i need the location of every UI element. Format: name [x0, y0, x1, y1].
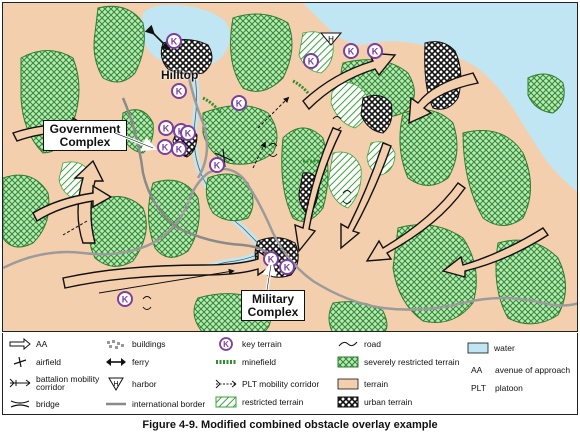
svg-text:H: H — [328, 35, 334, 44]
svg-text:K: K — [171, 37, 178, 47]
svg-text:K: K — [214, 161, 221, 171]
legend-battalion-corridor: battalion mobility corridor — [7, 373, 114, 393]
severely-restricted-swatch — [335, 355, 361, 369]
legend-aa-definition: AA avenue of approach — [471, 364, 571, 375]
government-complex-text: Government Complex — [49, 122, 121, 149]
minefield-icon — [213, 355, 239, 369]
svg-text:K: K — [268, 255, 275, 265]
border-line-icon — [103, 397, 129, 411]
key-terrain-icon: K — [209, 157, 225, 173]
minefields — [202, 79, 321, 163]
legend-road: road — [335, 337, 381, 351]
buildings-icon — [103, 337, 129, 351]
road — [3, 167, 577, 311]
battalion-corridor-icon — [7, 376, 33, 390]
military-complex-label: Military Complex — [241, 290, 305, 322]
government-complex-label: Government Complex — [43, 120, 127, 152]
mobility-corridors — [62, 96, 290, 294]
svg-text:H: H — [113, 381, 118, 388]
key-terrain-icon: K — [166, 33, 182, 49]
legend-international-border: international border — [103, 397, 205, 411]
military-complex-text: Military Complex — [247, 292, 299, 319]
road-north — [186, 72, 209, 179]
svg-text:K: K — [236, 99, 243, 109]
harbor-icon: H — [103, 377, 129, 391]
legend-minefield: minefield — [213, 355, 276, 369]
legend-plt-definition: PLT platoon — [471, 382, 523, 393]
map-legend: AA airfield battalion mobility corridor … — [2, 333, 578, 415]
key-terrain-icon: K — [367, 43, 383, 59]
avenues-of-approach — [12, 52, 549, 289]
sea-water — [303, 3, 577, 192]
legend-bridge: bridge — [7, 397, 60, 411]
svg-text:K: K — [162, 143, 169, 153]
map-canvas: H KKKKKKKKKKKKKKK — [3, 3, 577, 331]
key-terrain-icon: K — [231, 95, 247, 111]
key-terrain-markers: KKKKKKKKKKKKKKK — [117, 33, 383, 307]
road-icon — [335, 337, 361, 351]
ferry-symbol — [144, 24, 172, 52]
legend-buildings: buildings — [103, 337, 166, 351]
airfield-icon — [7, 355, 33, 369]
legend-restricted-terrain: restricted terrain — [213, 395, 303, 409]
bridge-icon — [7, 397, 33, 411]
legend-urban-terrain: urban terrain — [335, 395, 412, 409]
key-terrain-icon: K — [158, 120, 174, 136]
figure-caption: Figure 4-9. Modified combined obstacle o… — [142, 419, 438, 431]
svg-text:K: K — [176, 145, 183, 155]
svg-text:K: K — [223, 340, 229, 349]
plt-corridor-icon — [213, 377, 239, 391]
urban-terrain-swatch — [335, 395, 361, 409]
legend-terrain: terrain — [335, 377, 388, 391]
key-terrain-icon: K — [171, 83, 187, 99]
key-terrain-icon: K — [343, 43, 359, 59]
svg-text:K: K — [163, 124, 170, 134]
key-terrain-icon: K — [263, 251, 279, 267]
restricted-terrain-swatch — [213, 395, 239, 409]
ferry-icon — [103, 355, 129, 369]
svg-text:K: K — [185, 129, 192, 139]
key-terrain-icon: K — [157, 139, 173, 155]
svg-text:K: K — [176, 87, 183, 97]
terrain-swatch — [335, 377, 361, 391]
svg-text:K: K — [372, 47, 379, 57]
harbor-symbol: H — [319, 32, 343, 46]
legend-airfield: airfield — [7, 355, 61, 369]
svg-text:K: K — [122, 295, 129, 305]
key-terrain-icon: K — [171, 141, 187, 157]
legend-harbor: H harbor — [103, 377, 157, 391]
legend-severely-restricted: severely restricted terrain — [335, 355, 459, 369]
hilltop-label: Hilltop — [161, 68, 199, 82]
water-swatch — [465, 341, 491, 355]
svg-text:K: K — [348, 47, 355, 57]
legend-plt-corridor: PLT mobility corridor — [213, 377, 319, 391]
key-terrain-icon: K — [117, 291, 133, 307]
svg-text:K: K — [308, 57, 315, 67]
legend-ferry: ferry — [103, 355, 149, 369]
key-terrain-icon: K — [279, 259, 295, 275]
key-terrain-icon: K — [180, 125, 196, 141]
bridges — [142, 116, 352, 310]
legend-key-terrain: K key terrain — [213, 337, 282, 351]
legend-aa: AA — [7, 337, 47, 351]
aa-arrow-icon — [7, 337, 33, 351]
key-terrain-icon: K — [213, 337, 239, 351]
legend-water: water — [465, 341, 515, 355]
svg-text:K: K — [284, 263, 291, 273]
obstacle-overlay-map: H KKKKKKKKKKKKKKK Hilltop Government Com… — [2, 2, 578, 332]
key-terrain-icon: K — [303, 53, 319, 69]
